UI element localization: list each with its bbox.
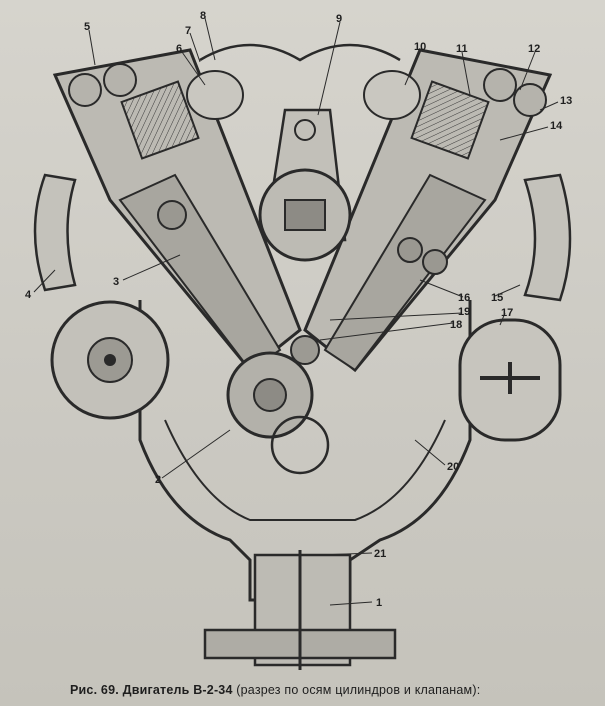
left-intake-pipe: [186, 70, 244, 120]
callout-labels: 1 2 3 4 5 6 7 8 9 10 11 12 13 14 15 16 1…: [25, 10, 572, 609]
callout-20: 20: [447, 461, 459, 473]
left-exhaust-manifold: [33, 173, 77, 292]
left-accessory-wheel: [50, 300, 170, 420]
callout-21: 21: [374, 548, 386, 560]
callout-3: 3: [113, 276, 119, 288]
callout-14: 14: [550, 120, 563, 132]
right-exhaust-manifold: [523, 173, 572, 302]
caption-title: Двигатель В-2-34: [122, 683, 233, 697]
left-cylinder-bank: [52, 48, 302, 373]
right-intake-pipe: [363, 70, 421, 120]
callout-9: 9: [336, 13, 342, 25]
caption-detail: (разрез по осям цилиндров и клапанам):: [236, 683, 481, 697]
callout-15: 15: [491, 292, 503, 304]
callout-8: 8: [200, 10, 206, 22]
crankshaft: [226, 335, 330, 475]
callout-1: 1: [376, 597, 382, 609]
callout-17: 17: [501, 307, 513, 319]
figure-caption: Рис. 69. Двигатель В-2-34 (разрез по ося…: [70, 683, 605, 703]
callout-11: 11: [456, 43, 468, 55]
right-accessory-drum: [458, 318, 562, 442]
callout-19: 19: [458, 306, 470, 318]
oil-pump-assembly: [203, 550, 397, 670]
callout-6: 6: [176, 43, 182, 55]
callout-7: 7: [185, 25, 191, 37]
callout-2: 2: [155, 474, 161, 486]
callout-10: 10: [414, 41, 426, 53]
callout-18: 18: [450, 319, 462, 331]
callout-13: 13: [560, 95, 572, 107]
callout-4: 4: [25, 289, 32, 301]
callout-leaders: [33, 17, 559, 606]
caption-label: Рис. 69.: [70, 683, 119, 697]
callout-12: 12: [528, 43, 540, 55]
right-cylinder-bank: [303, 48, 553, 373]
center-pump-housing: [199, 43, 401, 262]
callout-16: 16: [458, 292, 470, 304]
crankcase-inner: [164, 419, 446, 521]
callout-5: 5: [84, 21, 90, 33]
engine-cross-section-drawing: 1 2 3 4 5 6 7 8 9 10 11 12 13 14 15 16 1…: [25, 10, 572, 670]
